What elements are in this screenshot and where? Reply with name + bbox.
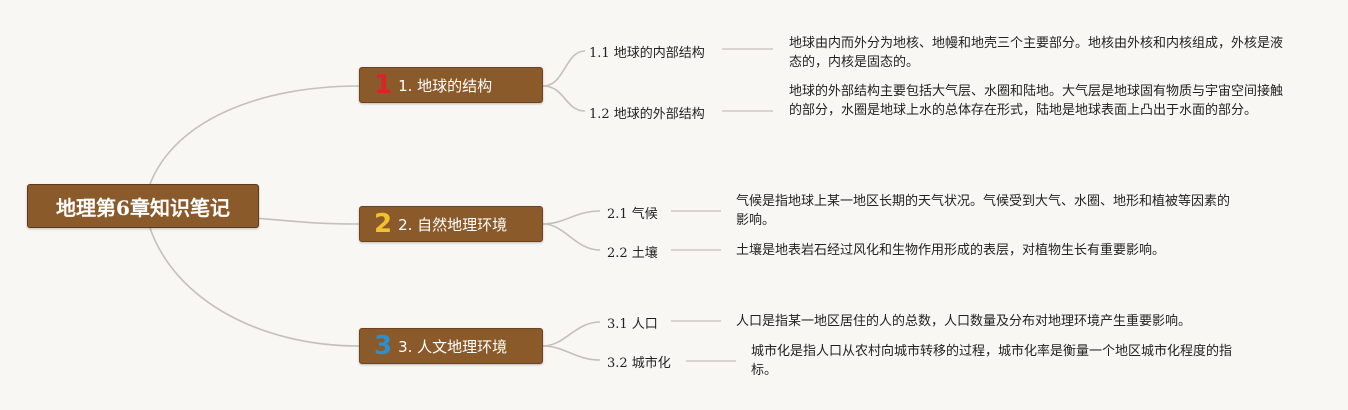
root-topic[interactable]: 地理第6章知识笔记 — [27, 184, 259, 228]
branch-earth-structure[interactable]: 1 1. 地球的结构 — [359, 67, 543, 103]
description-3-2: 城市化是指人口从农村向城市转移的过程，城市化率是衡量一个地区城市化程度的指标。 — [751, 344, 1233, 378]
branch-human-environment[interactable]: 3 3. 人文地理环境 — [359, 328, 543, 364]
link-root-branch-1 — [149, 85, 360, 185]
subtopic-2-1[interactable]: 2.1 气候 — [607, 207, 658, 222]
link-root-branch-2 — [254, 217, 360, 225]
description-2-2: 土壤是地表岩石经过风化和生物作用形成的表层，对植物生长有重要影响。 — [736, 243, 1166, 258]
description-1-1: 地球由内而外分为地核、地幔和地壳三个主要部分。地核由外核和内核组成，外核是液态的… — [789, 36, 1284, 70]
subtopic-3-2[interactable]: 3.2 城市化 — [607, 356, 671, 371]
description-3-1: 人口是指某一地区居住的人的总数，人口数量及分布对地理环境产生重要影响。 — [736, 314, 1192, 329]
link-b3-s2 — [542, 345, 601, 361]
link-b2-s1 — [542, 210, 601, 225]
link-b3-s1 — [542, 321, 601, 347]
number-2-icon: 2 — [374, 209, 393, 239]
number-1-icon: 1 — [374, 70, 393, 100]
description-2-1: 气候是指地球上某一地区长期的天气状况。气候受到大气、水圈、地形和植被等因素的影响… — [736, 194, 1231, 228]
subtopic-3-1[interactable]: 3.1 人口 — [607, 317, 658, 332]
number-3-icon: 3 — [374, 331, 393, 361]
description-1-2: 地球的外部结构主要包括大气层、水圈和陆地。大气层是地球固有物质与宇宙空间接触的部… — [789, 84, 1284, 118]
link-b1-s1 — [542, 50, 586, 87]
branch-natural-environment[interactable]: 2 2. 自然地理环境 — [359, 206, 543, 242]
branch-label: 1. 地球的结构 — [398, 76, 493, 95]
link-b1-s2 — [542, 85, 586, 112]
subtopic-1-1[interactable]: 1.1 地球的内部结构 — [589, 46, 705, 61]
subtopic-2-2[interactable]: 2.2 土壤 — [607, 246, 658, 261]
link-root-branch-3 — [149, 227, 360, 347]
link-b2-s2 — [542, 223, 601, 251]
branch-label: 2. 自然地理环境 — [398, 215, 508, 234]
subtopic-1-2[interactable]: 1.2 地球的外部结构 — [589, 107, 705, 122]
branch-label: 3. 人文地理环境 — [398, 337, 508, 356]
